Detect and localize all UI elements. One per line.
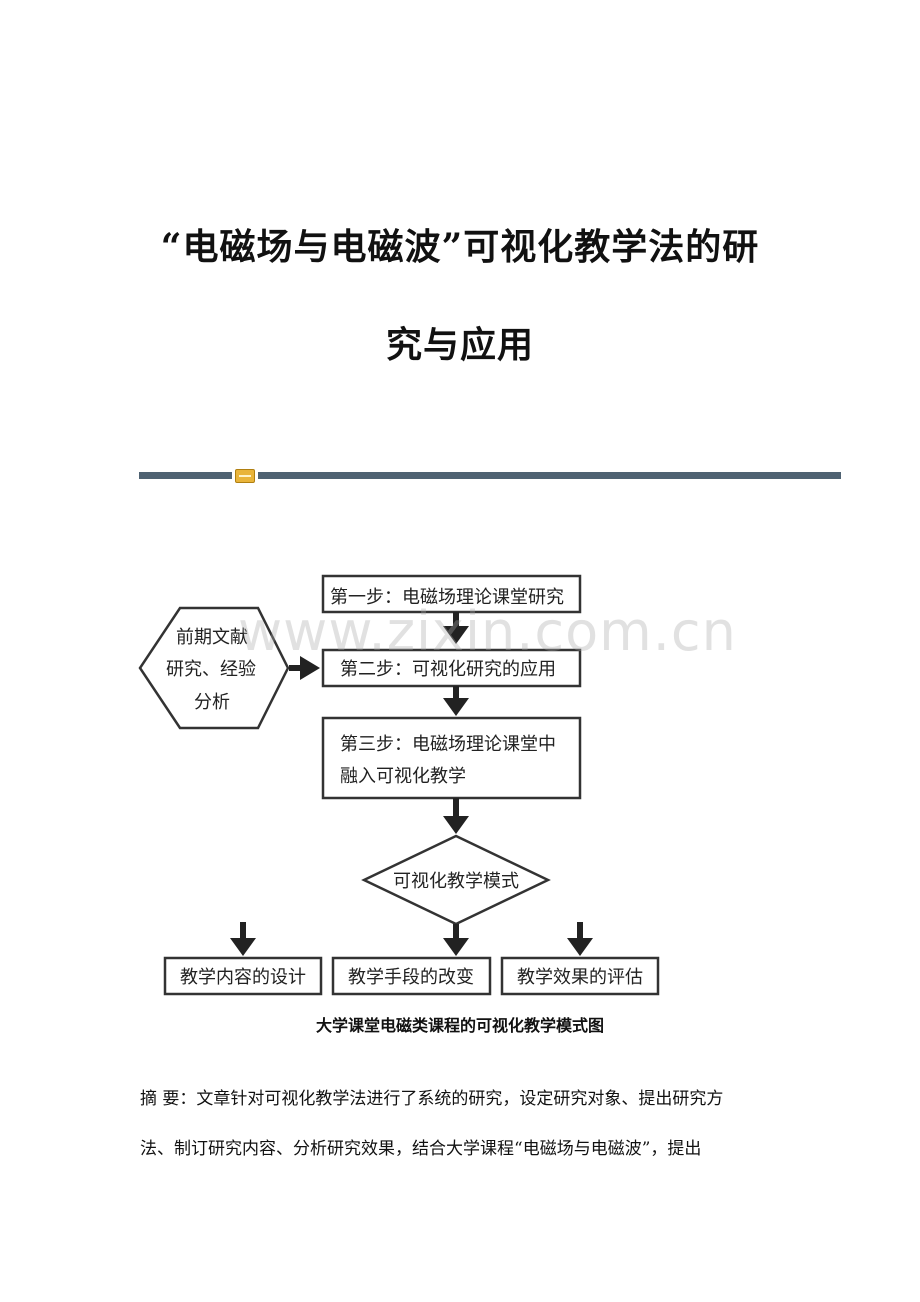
divider-ornament-icon bbox=[235, 469, 255, 483]
step3-label-line-1: 第三步：电磁场理论课堂中 bbox=[340, 734, 556, 755]
arrow-down-icon bbox=[443, 612, 469, 644]
step2-label: 第二步：可视化研究的应用 bbox=[340, 659, 556, 680]
side-label-line-3: 分析 bbox=[194, 692, 230, 713]
output-label-evaluation: 教学效果的评估 bbox=[517, 967, 643, 988]
output-label-means: 教学手段的改变 bbox=[348, 967, 474, 988]
paper-title-line-2: 究与应用 bbox=[385, 324, 534, 366]
output-label-content: 教学内容的设计 bbox=[180, 967, 306, 988]
arrow-right-icon bbox=[289, 656, 320, 680]
step2-box bbox=[321, 648, 582, 688]
abstract-line-1: 摘 要：文章针对可视化教学法进行了系统的研究，设定研究对象、提出研究方 bbox=[140, 1089, 724, 1109]
divider-left bbox=[139, 472, 232, 479]
abstract: 摘 要：文章针对可视化教学法进行了系统的研究，设定研究对象、提出研究方 法、制订… bbox=[140, 1074, 790, 1174]
arrow-down-icon bbox=[567, 922, 593, 956]
output-box-content bbox=[163, 956, 323, 996]
step3-box bbox=[321, 716, 582, 800]
paper-title-line-1: “电磁场与电磁波”可视化教学法的研 bbox=[160, 226, 760, 268]
side-label-line-2: 研究、经验 bbox=[166, 659, 256, 680]
step3-label-line-2: 融入可视化教学 bbox=[340, 766, 466, 787]
step1-box bbox=[321, 574, 582, 614]
arrow-down-icon bbox=[230, 922, 256, 956]
output-box-means bbox=[331, 956, 492, 996]
abstract-line-2: 法、制订研究内容、分析研究效果，结合大学课程“电磁场与电磁波”，提出 bbox=[140, 1139, 702, 1159]
output-box-evaluation bbox=[500, 956, 660, 996]
flowchart: 第一步：电磁场理论课堂研究 第二步：可视化研究的应用 前期文献 研究、经验 分析… bbox=[138, 574, 660, 996]
step1-label: 第一步：电磁场理论课堂研究 bbox=[330, 587, 564, 608]
arrow-down-icon bbox=[443, 686, 469, 716]
side-label-line-1: 前期文献 bbox=[176, 627, 248, 648]
arrow-down-icon bbox=[443, 924, 469, 956]
figure-caption: 大学课堂电磁类课程的可视化教学模式图 bbox=[315, 1016, 604, 1035]
decision-label: 可视化教学模式 bbox=[393, 871, 519, 892]
arrow-down-icon bbox=[443, 798, 469, 834]
literature-hexagon bbox=[138, 606, 290, 730]
divider-right bbox=[258, 472, 841, 479]
